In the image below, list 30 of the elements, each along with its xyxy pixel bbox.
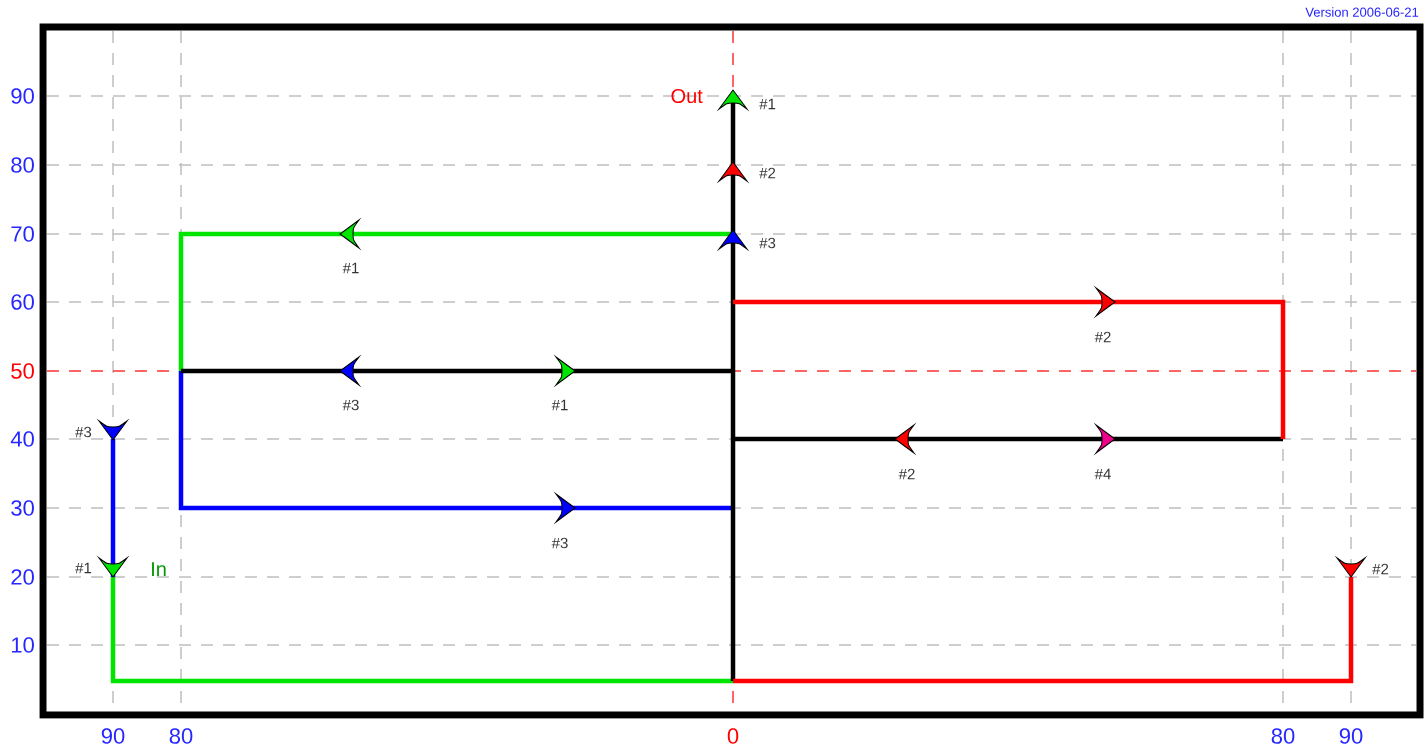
axis-label: 60 (11, 294, 34, 310)
axis-label: 20 (11, 569, 34, 585)
axis-label: 40 (10, 431, 34, 447)
marker-label: #3 (551, 537, 568, 549)
axis-label: 90 (1339, 728, 1363, 744)
marker-label: #4 (1094, 468, 1111, 480)
marker-label: #1 (75, 562, 92, 574)
version-label: Version 2006-06-21 (1305, 7, 1419, 17)
marker-label: #2 (759, 167, 776, 179)
marker-label: #2 (1372, 563, 1389, 575)
axis-label: 90 (11, 88, 34, 104)
marker-label: #3 (759, 237, 776, 249)
axis-label: 90 (101, 728, 125, 744)
marker-label: #3 (342, 399, 359, 411)
marker-label: #2 (1094, 331, 1111, 343)
axis-label: 50 (11, 363, 34, 379)
axis-label: 80 (169, 728, 193, 744)
axis-label: 10 (12, 637, 34, 653)
marker-label: #2 (898, 468, 915, 480)
marker-label: #1 (342, 262, 359, 274)
axis-label: 80 (11, 157, 34, 173)
marker-label: #1 (759, 98, 776, 110)
axis-label: 80 (1271, 728, 1295, 744)
axis-label: 70 (11, 226, 34, 242)
axis-label: 0 (727, 728, 739, 744)
flow-label: Out (671, 88, 703, 104)
axis-label: 30 (11, 500, 34, 516)
flow-label: In (152, 562, 166, 576)
marker-label: #1 (551, 399, 568, 411)
marker-label: #3 (75, 426, 92, 438)
